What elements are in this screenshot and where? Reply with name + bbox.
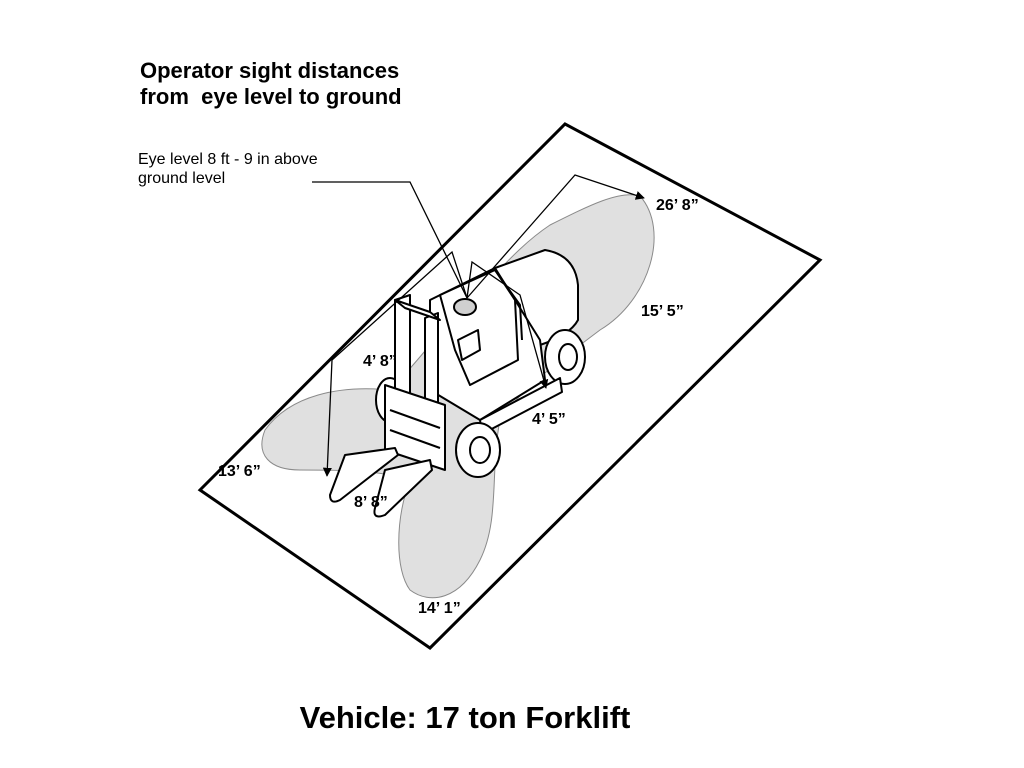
title-line-1: Operator sight distances [140,58,400,83]
sight-line-rear [466,174,645,299]
distance-left-far: 13’ 6” [218,463,261,480]
vehicle-caption: Vehicle: 17 ton Forklift [299,700,631,735]
distance-rear-far: 26’ 8” [656,197,699,214]
sight-line-right [466,260,549,389]
distance-right-side: 15’ 5” [641,303,684,320]
forklift-cab-post [494,269,523,341]
distance-front-near: 8’ 8” [354,494,388,511]
eye-level-line-1: Eye level 8 ft - 9 in above [138,151,318,168]
title-line-2: from eye level to ground [140,84,402,109]
forklift-seat [457,329,481,361]
eye-level-line-2: ground level [138,170,226,187]
forklift-carriage-bars [389,409,441,449]
forklift-fork-left [329,447,399,503]
forklift-mast-top [394,299,441,321]
distance-left-near: 4’ 8” [363,353,397,370]
distance-right-near: 4’ 5” [532,411,566,428]
forklift-rear-hub [558,343,578,371]
diagram-title: Operator sight distances from eye level … [140,58,402,110]
forklift [329,249,586,518]
sight-lines [322,174,645,477]
eye-level-annotation: Eye level 8 ft - 9 in above ground level [138,150,318,188]
forklift-fork-right [373,459,433,518]
eye-level-leader [312,181,468,299]
distance-front-far: 14’ 1” [418,600,461,617]
sight-line-left [322,250,468,477]
forklift-carriage [384,384,446,471]
forklift-front-hub [469,436,491,464]
operator-eye-point [453,298,477,316]
